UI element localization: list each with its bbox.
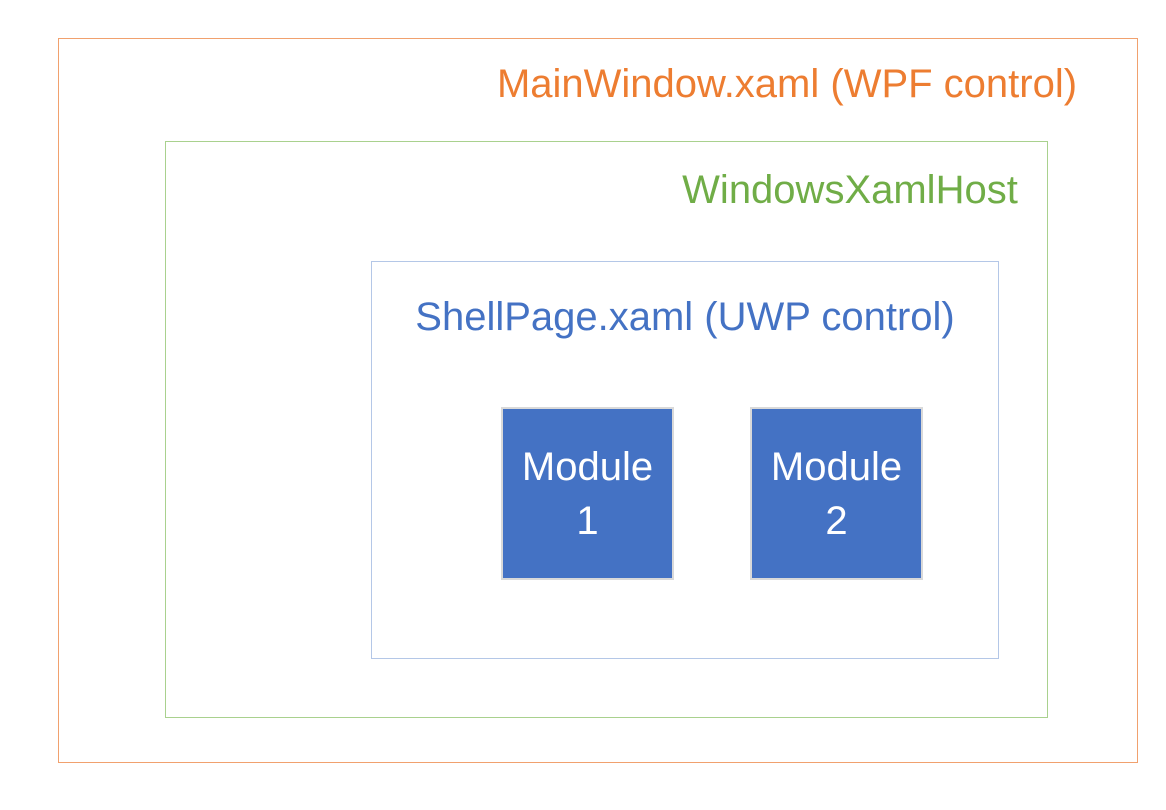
module-1-label: Module xyxy=(521,444,654,489)
module-1-number: 1 xyxy=(576,498,599,543)
mainwindow-box xyxy=(58,38,1138,763)
module-2-number: 2 xyxy=(825,498,848,543)
shellpage-label: ShellPage.xaml (UWP control) xyxy=(415,295,955,339)
module-1-box: Module 1 xyxy=(501,407,674,580)
shellpage-box xyxy=(371,261,999,659)
windowsxamlhost-label: WindowsXamlHost xyxy=(682,168,1018,212)
module-2-label: Module xyxy=(770,444,903,489)
windowsxamlhost-box xyxy=(165,141,1048,718)
mainwindow-label: MainWindow.xaml (WPF control) xyxy=(496,62,1078,106)
module-2-box: Module 2 xyxy=(750,407,923,580)
